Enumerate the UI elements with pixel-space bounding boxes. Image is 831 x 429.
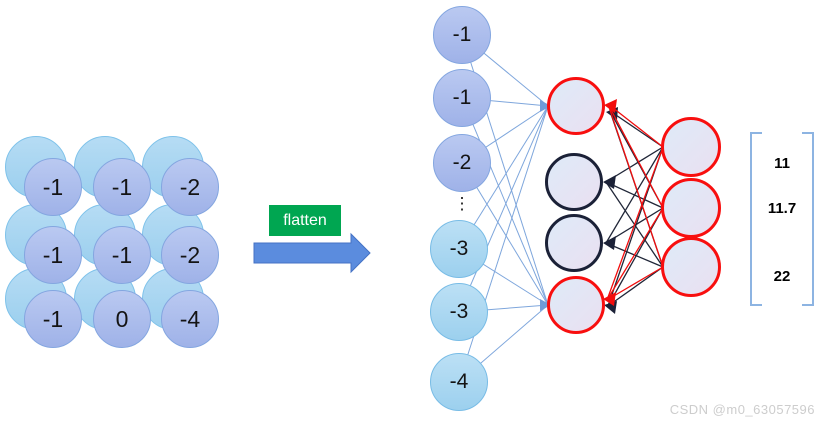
flatten-label: flatten bbox=[283, 211, 327, 229]
input-node-value: -3 bbox=[449, 300, 469, 323]
grid-cell-value: -4 bbox=[179, 305, 201, 332]
vector-value: 22 bbox=[773, 268, 791, 285]
input-node: -4 bbox=[430, 353, 488, 411]
grid-cell-value: -1 bbox=[111, 173, 133, 200]
hidden-node-red bbox=[547, 77, 605, 135]
output-node bbox=[661, 117, 721, 177]
blue-arrowheads bbox=[540, 100, 551, 311]
input-node: -2 bbox=[433, 134, 491, 192]
hidden-node-red bbox=[547, 276, 605, 334]
vector-value: 11 bbox=[774, 155, 790, 172]
flatten-badge: flatten bbox=[269, 205, 341, 236]
grid-cell: -4 bbox=[161, 290, 219, 348]
input-node-value: -2 bbox=[452, 151, 472, 174]
output-node bbox=[661, 178, 721, 238]
input-node: -3 bbox=[430, 283, 488, 341]
ellipsis: ⋮ bbox=[453, 194, 471, 213]
grid-cell: -1 bbox=[93, 158, 151, 216]
grid-cell-value: -2 bbox=[179, 173, 201, 200]
input-node: -1 bbox=[433, 69, 491, 127]
hidden-node-black bbox=[545, 214, 603, 272]
grid-cell-value: -1 bbox=[42, 241, 64, 268]
red-arrowheads bbox=[603, 99, 617, 306]
matrix-bracket-left bbox=[750, 132, 762, 306]
flatten-arrow bbox=[253, 232, 371, 274]
grid-cell-value: -1 bbox=[42, 305, 64, 332]
grid-cell-value: -1 bbox=[42, 173, 64, 200]
input-node-value: -4 bbox=[449, 370, 469, 393]
grid-cell: -2 bbox=[161, 158, 219, 216]
grid-cell-value: -1 bbox=[111, 241, 133, 268]
grid-cell-value: 0 bbox=[115, 305, 129, 332]
vector-value: 11.7 bbox=[767, 200, 797, 217]
input-node-value: -3 bbox=[449, 237, 469, 260]
input-node: -3 bbox=[430, 220, 488, 278]
input-node-value: -1 bbox=[452, 23, 472, 46]
output-node bbox=[661, 237, 721, 297]
grid-cell: 0 bbox=[93, 290, 151, 348]
watermark: CSDN @m0_63057596 bbox=[669, 402, 815, 417]
grid-cell: -2 bbox=[161, 226, 219, 284]
grid-cell: -1 bbox=[24, 158, 82, 216]
input-node-value: -1 bbox=[452, 86, 472, 109]
grid-cell-value: -2 bbox=[179, 241, 201, 268]
input-node: -1 bbox=[433, 6, 491, 64]
output-hidden-connections-red bbox=[606, 103, 664, 301]
matrix-bracket-right bbox=[802, 132, 814, 306]
hidden-node-black bbox=[545, 153, 603, 211]
grid-cell: -1 bbox=[93, 226, 151, 284]
grid-cell: -1 bbox=[24, 226, 82, 284]
grid-cell: -1 bbox=[24, 290, 82, 348]
